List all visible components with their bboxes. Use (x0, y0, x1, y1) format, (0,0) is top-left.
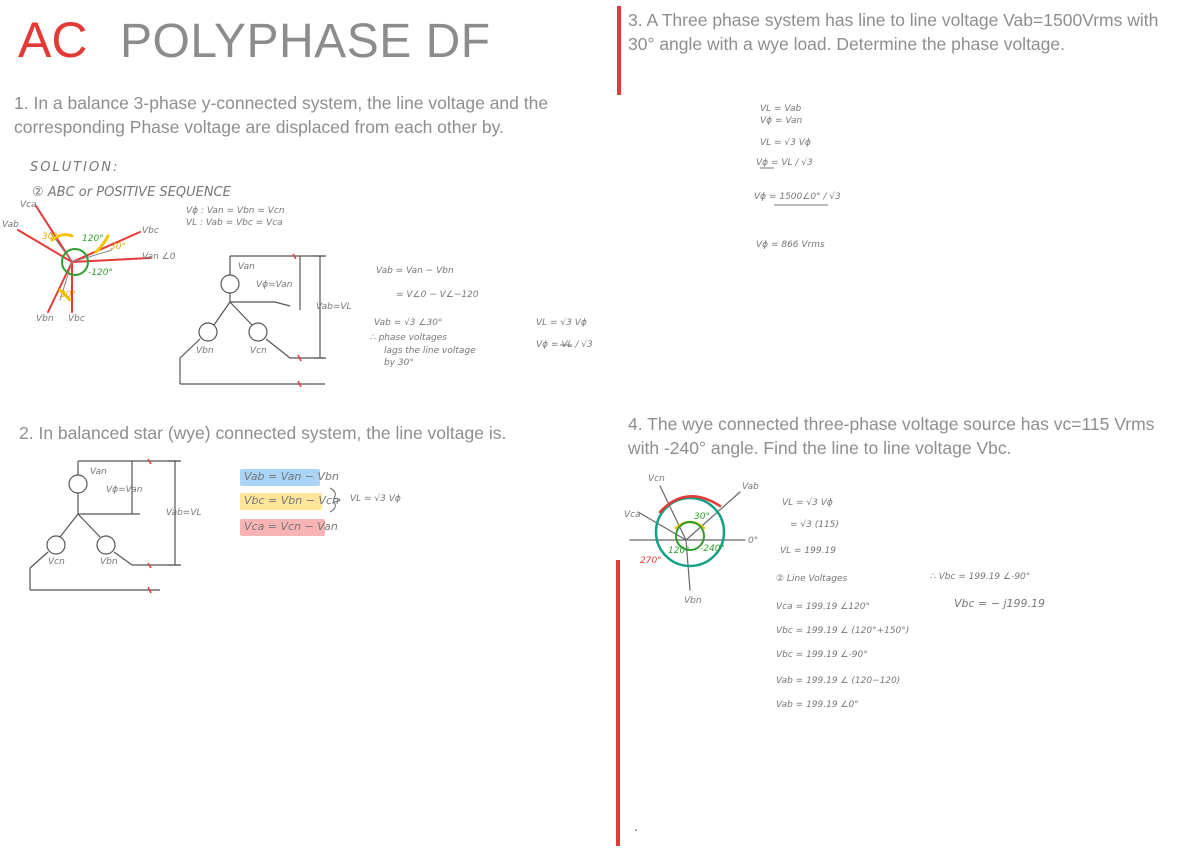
q4-label-vca: Vca (624, 510, 641, 520)
q4-label-minus-240: -240° (700, 544, 725, 554)
q4-step-4: ② Line Voltages (776, 574, 848, 584)
q3-step-4: Vϕ = VL / √3 (756, 158, 813, 168)
wye-circuit-q1 (179, 255, 326, 385)
circuit1-vab: Vab=VL (316, 302, 352, 312)
circuit2-vcn: Vcn (48, 557, 65, 567)
q3-step-1: VL = Vab (760, 104, 802, 114)
q4-answer-2: Vbc = − j199.19 (954, 597, 1046, 610)
circuit-q1-marks (292, 253, 302, 388)
highlight-result: VL = √3 Vϕ (350, 494, 401, 504)
q4-label-270: 270° (640, 556, 662, 566)
q4-step-7: Vbc = 199.19 ∠-90° (776, 650, 868, 660)
q4-step-9: Vab = 199.19 ∠0° (776, 700, 859, 710)
eq-vab-diff: Vab = Van − Vbn (376, 266, 454, 276)
q3-step-3: VL = √3 Vϕ (760, 138, 811, 148)
question-3: 3. A Three phase system has line to line… (628, 10, 1159, 54)
q4-label-120: 120° (668, 546, 690, 556)
phasor-label-vab: Vab (2, 220, 19, 230)
vphi-definition: Vϕ : Van = Vbn = Vcn (186, 206, 285, 216)
q4-step-1: VL = √3 Vϕ (782, 498, 833, 508)
phasor-label-van: Van ∠0 (142, 252, 176, 262)
highlight-red (240, 519, 325, 536)
eq-conclusion-2: lags the line voltage (384, 346, 476, 356)
angle-120: 120° (82, 234, 104, 244)
question-1: 1. In a balance 3-phase y-connected syst… (14, 93, 549, 137)
circuit1-vphi: Vϕ=Van (256, 280, 293, 290)
q4-label-30: 30° (694, 512, 710, 522)
circuit1-vcn: Vcn (250, 346, 267, 356)
abc-sequence-label: ② ABC or POSITIVE SEQUENCE (32, 185, 231, 200)
eq-conclusion-1: ∴ phase voltages (370, 333, 447, 343)
question-2: 2. In balanced star (wye) connected syst… (19, 423, 507, 443)
q4-step-6: Vbc = 199.19 ∠ (120°+150°) (776, 626, 910, 636)
eq-vab-expand: = V∠0 − V∠−120 (396, 290, 479, 300)
circuit2-vphi: Vϕ=Van (106, 485, 143, 495)
eq-vphi-formula: Vϕ = VL / √3 (536, 340, 593, 350)
stray-dot: . (634, 818, 638, 834)
circuit1-van: Van (238, 262, 255, 272)
q4-answer-1: ∴ Vbc = 199.19 ∠-90° (930, 572, 1031, 582)
circuit1-vbn: Vbn (196, 346, 214, 356)
q4-label-vbn: Vbn (684, 596, 702, 606)
phasor-diagram-q4 (629, 485, 746, 591)
highlight-eq-vab: Vab = Van − Vbn (244, 470, 339, 483)
phasor-diagram-q1 (17, 205, 151, 313)
phasor-label-vca: Vca (20, 200, 37, 210)
q3-step-6: Vϕ = 866 Vrms (756, 240, 825, 250)
eq-vab-result: Vab = √3 ∠30° (374, 318, 443, 328)
highlight-blue (240, 469, 320, 486)
vl-definition: VL : Vab = Vbc = Vca (186, 218, 283, 228)
q4-step-8: Vab = 199.19 ∠ (120−120) (776, 676, 901, 686)
wye-circuit-q2 (29, 460, 181, 591)
circuit2-van: Van (90, 467, 107, 477)
angle-minus-120: -120° (88, 268, 113, 278)
question-4: 4. The wye connected three-phase voltage… (628, 414, 1155, 458)
angle-30-b: 30° (110, 242, 126, 252)
solution-label: SOLUTION: (30, 160, 120, 175)
page-title: POLYPHASE DF (120, 15, 491, 68)
q4-label-vcn: Vcn (648, 474, 665, 484)
circuit2-vab: Vab=VL (166, 508, 202, 518)
q4-label-vab: Vab (742, 482, 759, 492)
highlight-eq-vca: Vca = Vcn − Van (244, 520, 338, 533)
q3-step-2: Vϕ = Van (760, 116, 803, 126)
eq-conclusion-3: by 30° (384, 358, 414, 368)
q4-label-0: 0° (748, 536, 759, 546)
phasor-label-vbc: Vbc (142, 226, 159, 236)
circuit-q2-marks (147, 458, 152, 594)
angle-30-c: 30° (60, 290, 76, 300)
q4-step-2: = √3 (115) (790, 520, 839, 530)
phasor-label-vbn: Vbn (36, 314, 54, 324)
highlight-yellow (240, 493, 322, 510)
curly-brace (329, 487, 341, 513)
q4-step-5: Vca = 199.19 ∠120° (776, 602, 870, 612)
eq-vl-formula: VL = √3 Vϕ (536, 318, 587, 328)
angle-30-a: 30° (42, 232, 58, 242)
q3-step-5: Vϕ = 1500∠0° / √3 (754, 192, 841, 202)
highlight-eq-vbc: Vbc = Vbn − Vcn (244, 494, 339, 507)
circuit2-vbn: Vbn (100, 557, 118, 567)
phasor-label-vbc-bottom: Vbc (68, 314, 85, 324)
q4-step-3: VL = 199.19 (780, 546, 836, 556)
title-ac: AC (18, 12, 88, 68)
